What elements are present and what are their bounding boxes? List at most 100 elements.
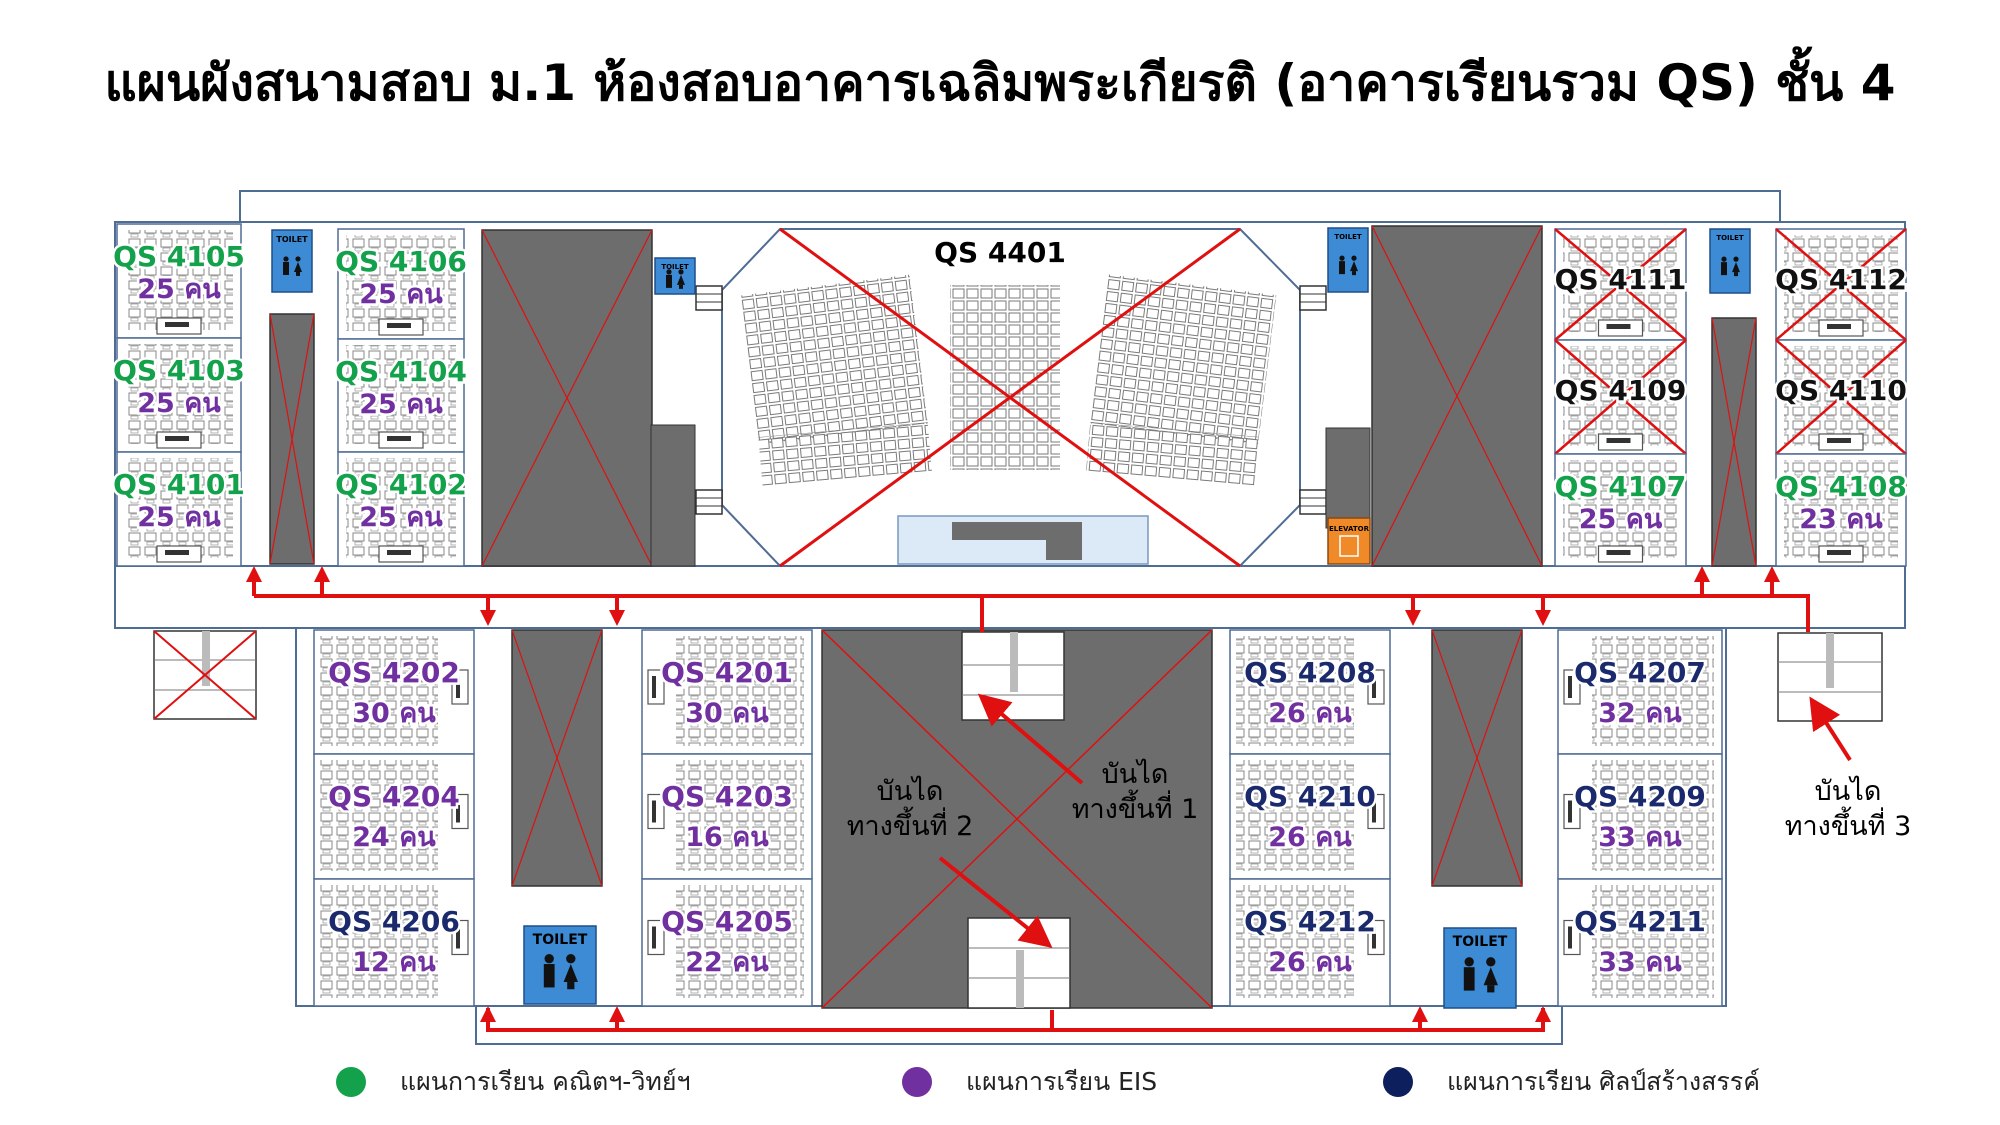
toilet-label: TOILET bbox=[533, 932, 588, 948]
room-capacity: 25 คน bbox=[137, 502, 221, 533]
room-capacity: 25 คน bbox=[1579, 504, 1663, 535]
stair-1-label: บันได bbox=[1102, 759, 1169, 790]
legend-item-eis: แผนการเรียน EIS bbox=[902, 1062, 1157, 1102]
room-qs-4205 bbox=[641, 878, 813, 1007]
core-block bbox=[481, 229, 653, 567]
hall-label: QS 4401 bbox=[934, 236, 1066, 269]
desk-grid bbox=[1592, 760, 1714, 871]
toilet: TOILET bbox=[523, 925, 597, 1005]
legend-item-math-science: แผนการเรียน คณิตฯ-วิทย์ฯ bbox=[336, 1062, 691, 1102]
room-name: QS 4105 bbox=[113, 240, 245, 273]
legend-dot-green bbox=[336, 1067, 366, 1097]
room-name: QS 4210 bbox=[1244, 780, 1376, 813]
elevator-icon bbox=[1339, 535, 1359, 557]
room-name: QS 4103 bbox=[113, 354, 245, 387]
page-title: แผนผังสนามสอบ ม.1 ห้องสอบอาคารเฉลิมพระเก… bbox=[104, 54, 1896, 112]
room-capacity: 26 คน bbox=[1268, 822, 1352, 853]
desk-grid bbox=[346, 458, 456, 558]
toilet: TOILET bbox=[271, 229, 313, 293]
room-qs-4107 bbox=[1554, 453, 1687, 567]
room-name: QS 4102 bbox=[335, 468, 467, 501]
legend-dot-navy bbox=[1383, 1067, 1413, 1097]
restroom-icon bbox=[666, 269, 685, 289]
room-name: QS 4112 bbox=[1775, 263, 1907, 296]
room-qs-4201 bbox=[641, 629, 813, 755]
hall-qs-4401: QS 4401 bbox=[721, 227, 1301, 568]
room-name: QS 4111 bbox=[1555, 263, 1687, 296]
desk-grid bbox=[1236, 636, 1354, 746]
desk-grid bbox=[1592, 885, 1714, 998]
closed-mark bbox=[1775, 228, 1907, 341]
restroom-icon bbox=[283, 256, 302, 276]
room-qs-4112 bbox=[1775, 228, 1907, 341]
room-capacity: 25 คน bbox=[359, 502, 443, 533]
desk-grid bbox=[676, 760, 804, 871]
room-name: QS 4206 bbox=[328, 905, 460, 938]
lower-corridor bbox=[475, 1005, 1563, 1045]
room-qs-4102 bbox=[337, 451, 465, 567]
hall-seats-right bbox=[1089, 274, 1277, 444]
room-qs-4108 bbox=[1775, 453, 1907, 567]
room-capacity: 22 คน bbox=[685, 947, 769, 978]
room-capacity: 12 คน bbox=[352, 947, 436, 978]
toilet-label: TOILET bbox=[1453, 934, 1508, 950]
legend-dot-purple bbox=[902, 1067, 932, 1097]
closed-mark bbox=[1554, 339, 1687, 455]
room-qs-4209 bbox=[1557, 753, 1723, 880]
stair-notes: บันได ทางขึ้นที่ 1 บันได ทางขึ้นที่ 2 บั… bbox=[847, 759, 1912, 842]
toilet: TOILET bbox=[1327, 227, 1369, 293]
toilet-label: TOILET bbox=[661, 263, 689, 271]
stair-2-sub: ทางขึ้นที่ 2 bbox=[847, 806, 974, 842]
room-capacity: 32 คน bbox=[1598, 698, 1682, 729]
room-name: QS 4207 bbox=[1574, 656, 1706, 689]
room-qs-4105 bbox=[116, 223, 242, 339]
toilet: TOILET bbox=[654, 257, 696, 295]
room-qs-4212 bbox=[1229, 878, 1391, 1007]
room-name: QS 4109 bbox=[1555, 374, 1687, 407]
core-block bbox=[511, 629, 603, 887]
toilet-label: TOILET bbox=[276, 235, 308, 244]
desk-grid bbox=[125, 230, 233, 330]
desk-grid bbox=[676, 636, 804, 746]
restroom-icon bbox=[543, 953, 578, 990]
room-name: QS 4209 bbox=[1574, 780, 1706, 813]
room-capacity: 30 คน bbox=[685, 698, 769, 729]
desk-grid bbox=[320, 760, 438, 871]
stair-pointers bbox=[938, 693, 1852, 948]
room-qs-4203 bbox=[641, 753, 813, 880]
room-name: QS 4205 bbox=[661, 905, 793, 938]
desk-grid bbox=[125, 458, 233, 558]
toilet: TOILET bbox=[1443, 927, 1517, 1009]
room-qs-4110 bbox=[1775, 339, 1907, 455]
room-capacity: 25 คน bbox=[359, 389, 443, 420]
legend-label: แผนการเรียน ศิลป์สร้างสรรค์ bbox=[1447, 1067, 1760, 1096]
room-qs-4101 bbox=[116, 451, 242, 567]
desk-grid bbox=[676, 885, 804, 998]
restroom-icon bbox=[1339, 255, 1358, 276]
room-capacity: 24 คน bbox=[352, 822, 436, 853]
desk-grid bbox=[1563, 460, 1678, 558]
room-name: QS 4212 bbox=[1244, 905, 1376, 938]
desk-grid bbox=[125, 344, 233, 444]
toilet: TOILET bbox=[1709, 228, 1751, 294]
room-capacity: 25 คน bbox=[137, 388, 221, 419]
core-block bbox=[1711, 317, 1757, 567]
room-capacity: 33 คน bbox=[1598, 822, 1682, 853]
stair-1-block bbox=[961, 631, 1065, 721]
room-qs-4104 bbox=[337, 338, 465, 453]
room-name: QS 4204 bbox=[328, 780, 460, 813]
core-block bbox=[1431, 629, 1523, 887]
hall-side-vents bbox=[695, 285, 1327, 515]
room-qs-4208 bbox=[1229, 629, 1391, 755]
room-capacity: 30 คน bbox=[352, 698, 436, 729]
service-block bbox=[650, 424, 696, 567]
route-arrows bbox=[246, 566, 1810, 1032]
room-qs-4207 bbox=[1557, 629, 1723, 755]
room-qs-4111 bbox=[1554, 228, 1687, 341]
stair-1-sub: ทางขึ้นที่ 1 bbox=[1072, 789, 1199, 825]
room-name: QS 4202 bbox=[328, 656, 460, 689]
hall-seats-left bbox=[740, 274, 928, 445]
restroom-icon bbox=[1463, 957, 1498, 993]
elevator-label: ELEVATOR bbox=[1329, 525, 1370, 533]
room-capacity: 33 คน bbox=[1598, 947, 1682, 978]
